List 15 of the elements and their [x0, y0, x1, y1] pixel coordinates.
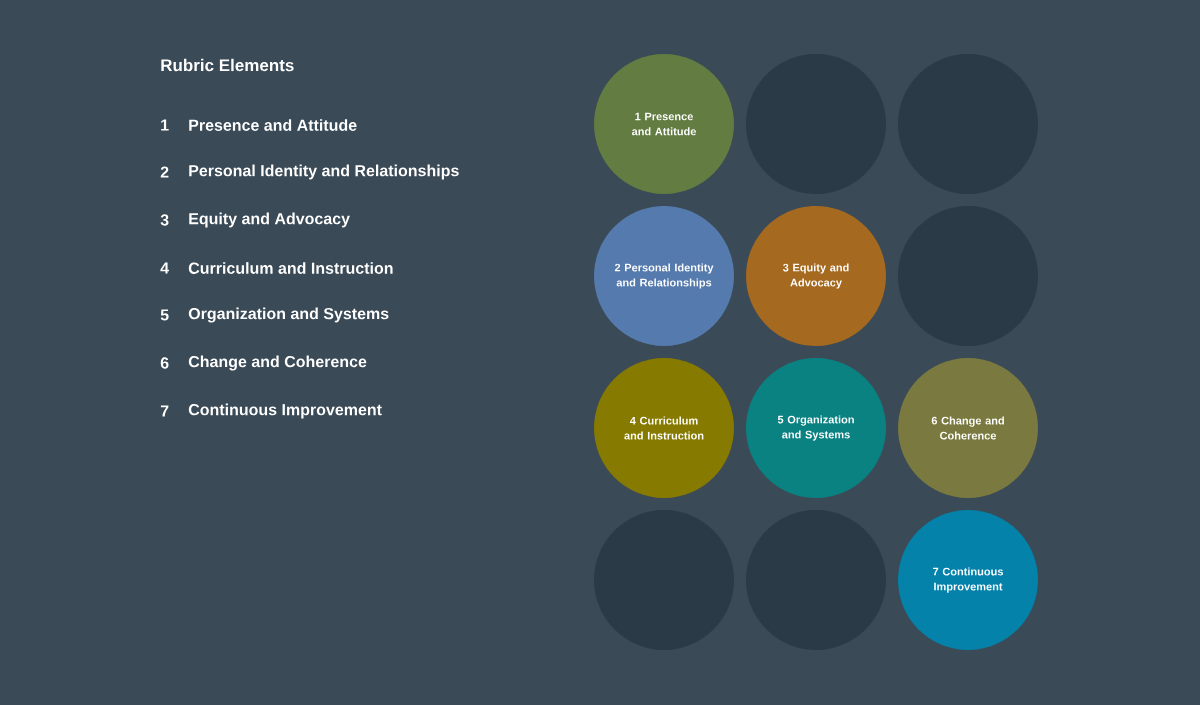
item-number: 7 — [160, 405, 169, 417]
item-number: 2 — [160, 166, 169, 178]
list-item: Organization and Systems — [188, 307, 389, 323]
item-number: 4 — [160, 262, 169, 274]
list-item: Curriculum and Instruction — [188, 262, 393, 274]
list-item: Presence and Attitude — [189, 119, 357, 131]
list-item: Equity and Advocacy — [189, 212, 350, 228]
item-number: 3 — [160, 214, 169, 226]
heading: Rubric Elements — [161, 58, 294, 72]
list-item: Change and Coherence — [188, 355, 367, 371]
item-number: 1 — [161, 119, 169, 131]
item-number: 5 — [160, 309, 169, 321]
item-number: 6 — [160, 357, 169, 369]
list-item: Personal Identity and Relationships — [189, 164, 459, 180]
list-item: Continuous Improvement — [188, 403, 382, 419]
